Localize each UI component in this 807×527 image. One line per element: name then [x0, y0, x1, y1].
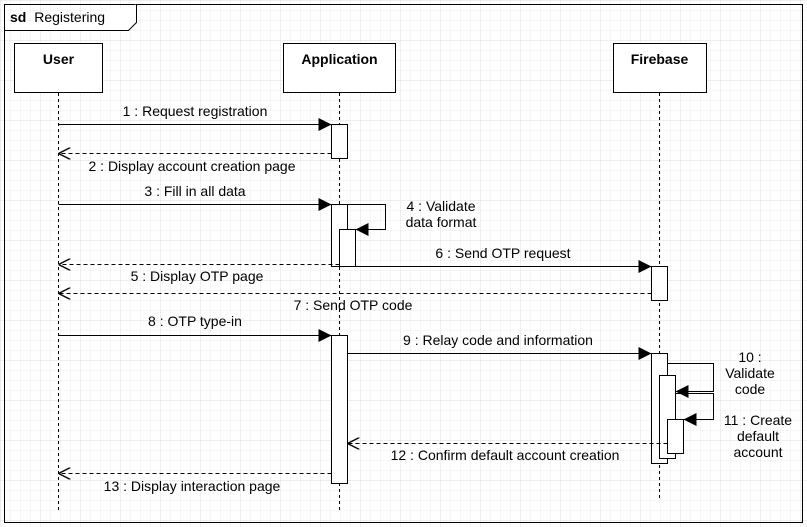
lifeline-firebase: Firebase: [613, 43, 707, 500]
activation-app-nested: [339, 229, 356, 267]
message-13: 13 : Display interaction page: [58, 474, 332, 494]
activation-app-3: [331, 335, 348, 484]
activation-app-1: [331, 124, 348, 159]
message-4-self: 4 : Validate data format: [347, 198, 477, 236]
message-label-line-1: 4 : Validate: [406, 198, 475, 214]
message-11-self: 11 : Create default account: [675, 393, 792, 460]
message-label: 1 : Request registration: [123, 103, 268, 119]
message-12: 12 : Confirm default account creation: [347, 444, 668, 463]
message-8: 8 : OTP type-in: [58, 313, 332, 342]
message-label: 5 : Display OTP page: [131, 268, 264, 284]
message-label: 6 : Send OTP request: [435, 245, 570, 261]
message-label: 3 : Fill in all data: [144, 183, 245, 199]
message-label: 2 : Display account creation page: [88, 158, 295, 174]
frame-keyword: sd: [10, 9, 26, 25]
message-label-line-3: account: [733, 444, 782, 460]
message-label: 13 : Display interaction page: [104, 478, 281, 494]
message-label-line-2: data format: [406, 214, 477, 230]
frame-name: Registering: [34, 9, 105, 25]
activation-bars: [331, 124, 684, 484]
message-label: 9 : Relay code and information: [403, 332, 593, 348]
activation-firebase-nested-2: [667, 419, 684, 454]
message-label-line-2: Validate: [725, 365, 775, 381]
lifeline-label-application: Application: [301, 51, 377, 67]
message-5: 5 : Display OTP page: [58, 265, 340, 284]
message-label-line-1: 11 : Create: [724, 412, 792, 428]
message-2: 2 : Display account creation page: [58, 154, 332, 174]
frame-title: sd Registering: [10, 9, 105, 25]
message-label-line-1: 10 :: [738, 349, 761, 365]
lifeline-label-user: User: [43, 51, 75, 67]
diagram-frame: sd Registering: [4, 4, 803, 523]
message-3: 3 : Fill in all data: [58, 183, 332, 211]
message-1: 1 : Request registration: [58, 103, 332, 131]
activation-firebase-1: [651, 266, 668, 301]
message-10-self: 10 : Validate code: [667, 349, 775, 398]
lifeline-user: User: [14, 43, 103, 512]
message-label-line-2: default: [737, 428, 779, 444]
lifeline-label-firebase: Firebase: [631, 51, 689, 67]
message-label: 7 : Send OTP code: [294, 297, 413, 313]
message-label: 8 : OTP type-in: [148, 313, 242, 329]
message-9: 9 : Relay code and information: [347, 332, 652, 360]
message-6: 6 : Send OTP request: [355, 245, 652, 273]
message-7: 7 : Send OTP code: [58, 294, 652, 313]
message-label-line-3: code: [735, 381, 766, 397]
message-label: 12 : Confirm default account creation: [391, 447, 620, 463]
